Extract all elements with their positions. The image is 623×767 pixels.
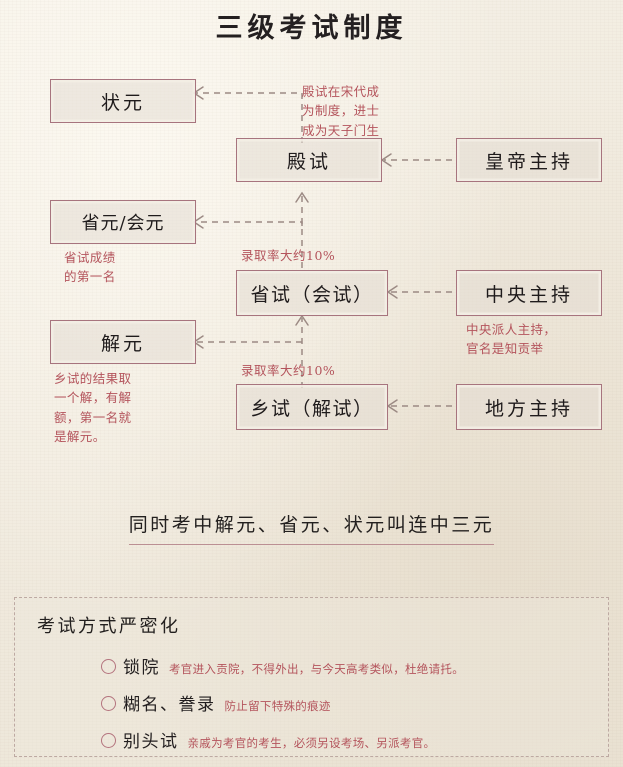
circle-bullet-icon (101, 659, 116, 674)
panel-item-desc: 防止留下特殊的痕迹 (224, 699, 331, 713)
rate-label-shengshi: 录取率大约10% (241, 248, 336, 263)
node-zhongyang-zhuchi[interactable]: 中央主持 (456, 270, 602, 316)
page-title: 三级考试制度 (215, 13, 408, 44)
panel-item-term: 别头试 (123, 732, 179, 752)
strictness-panel: 考试方式严密化 锁院 考官进入贡院，不得外出，与今天高考类似，杜绝请托。 糊名、… (14, 597, 609, 757)
list-item[interactable]: 锁院 考官进入贡院，不得外出，与今天高考类似，杜绝请托。 (101, 653, 601, 678)
node-shengyuan-huiyuan[interactable]: 省元/会元 (50, 200, 196, 244)
circle-bullet-icon (101, 733, 116, 748)
node-xiangshi-jieshi[interactable]: 乡试（解试） (236, 384, 388, 430)
panel-item-list: 锁院 考官进入贡院，不得外出，与今天高考类似，杜绝请托。 糊名、誊录 防止留下特… (101, 653, 601, 764)
annotation-zhongyang: 中央派人主持， 官名是知贡举 (466, 322, 557, 357)
annotation-jieyuan: 乡试的结果取 一个解，有解 额，第一名就 是解元。 (54, 371, 132, 445)
panel-item-desc: 考官进入贡院，不得外出，与今天高考类似，杜绝请托。 (169, 662, 464, 676)
node-shengshi-huishi[interactable]: 省试（会试） (236, 270, 388, 316)
panel-title: 考试方式严密化 (37, 616, 181, 637)
annotation-dianshi: 殿试在宋代成 为制度，进士 成为天子门生 (302, 84, 380, 138)
tagline-container: 同时考中解元、省元、状元叫连中三元 (0, 510, 623, 545)
tagline-text: 同时考中解元、省元、状元叫连中三元 (128, 510, 495, 545)
circle-bullet-icon (101, 696, 116, 711)
node-huangdi-zhuchi[interactable]: 皇帝主持 (456, 138, 602, 182)
panel-item-desc: 亲戚为考官的考生，必须另设考场、另派考官。 (187, 736, 436, 750)
panel-item-term: 锁院 (123, 658, 160, 678)
panel-item-term: 糊名、誊录 (123, 695, 216, 715)
node-zhuangyuan[interactable]: 状元 (50, 79, 196, 123)
node-dianshi[interactable]: 殿试 (236, 138, 382, 182)
list-item[interactable]: 糊名、誊录 防止留下特殊的痕迹 (101, 690, 601, 715)
annotation-shengyuan: 省试成绩 的第一名 (64, 250, 116, 285)
node-difang-zhuchi[interactable]: 地方主持 (456, 384, 602, 430)
node-jieyuan[interactable]: 解元 (50, 320, 196, 364)
rate-label-xiangshi: 录取率大约10% (241, 363, 336, 378)
list-item[interactable]: 别头试 亲戚为考官的考生，必须另设考场、另派考官。 (101, 727, 601, 752)
